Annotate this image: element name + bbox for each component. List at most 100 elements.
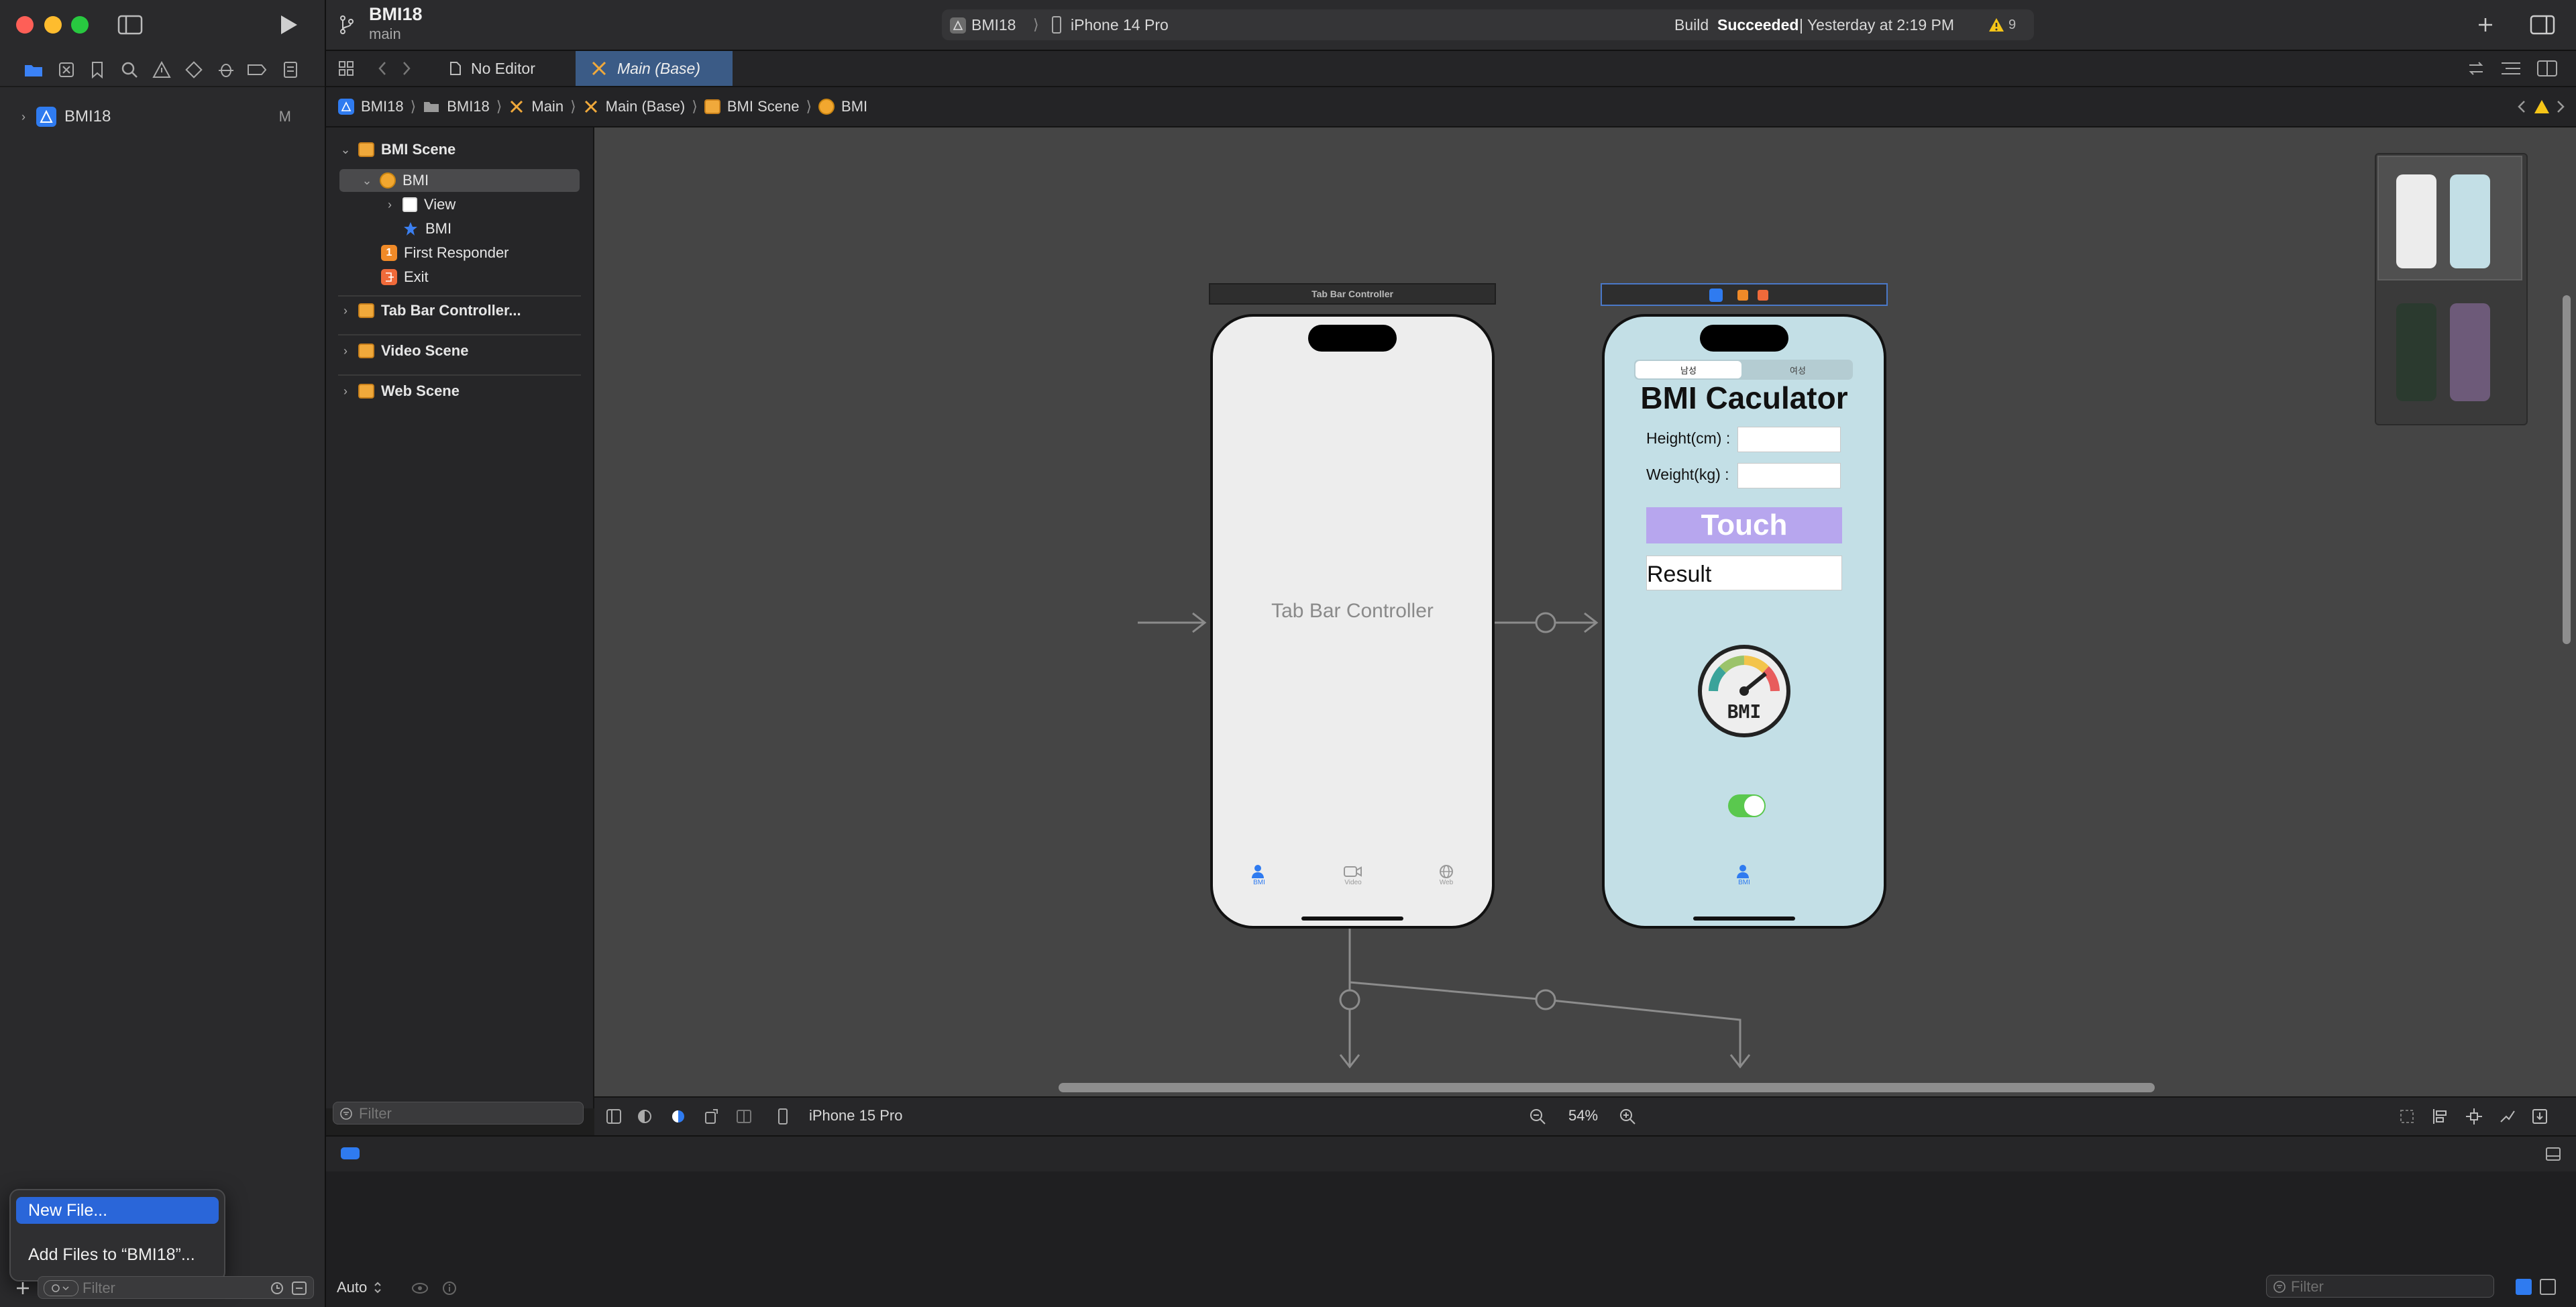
back-icon[interactable] xyxy=(374,59,390,78)
outline-item-view[interactable]: › View xyxy=(382,193,455,216)
align-icon[interactable] xyxy=(2431,1107,2450,1126)
bmi-scene[interactable]: 남성 여성 BMI Caculator Height(cm) : Weight(… xyxy=(1602,314,1886,929)
outline-item-exit[interactable]: Exit xyxy=(381,266,429,289)
minimize-window-button[interactable] xyxy=(44,16,62,34)
zoom-in-icon[interactable] xyxy=(1618,1107,1637,1126)
quick-look-icon[interactable] xyxy=(411,1280,429,1296)
device-selector[interactable]: iPhone 14 Pro xyxy=(1071,16,1169,34)
horizontal-scrollbar[interactable] xyxy=(1059,1083,2155,1092)
resolve-issues-icon[interactable] xyxy=(2498,1107,2517,1126)
update-frames-icon[interactable] xyxy=(2398,1107,2416,1126)
outline-item-tab-bar-scene[interactable]: › Tab Bar Controller... xyxy=(338,299,521,322)
chevron-down-icon[interactable]: ⌄ xyxy=(362,173,372,187)
report-icon[interactable] xyxy=(280,60,301,79)
chevron-right-icon[interactable]: › xyxy=(343,344,347,358)
breadcrumb-item[interactable]: BMI Scene xyxy=(727,98,800,115)
hide-debug-area-icon[interactable] xyxy=(2544,1145,2563,1163)
chevron-right-icon[interactable]: › xyxy=(388,197,392,211)
adjust-editor-icon[interactable] xyxy=(2500,59,2522,78)
warning-count[interactable]: 9 xyxy=(2008,17,2017,32)
zoom-out-icon[interactable] xyxy=(1528,1107,1547,1126)
warning-icon[interactable] xyxy=(1988,17,2004,32)
tab-no-editor[interactable]: No Editor xyxy=(448,51,564,86)
find-icon[interactable] xyxy=(119,60,140,79)
inspector-toggle-icon[interactable] xyxy=(2529,13,2556,36)
issue-icon[interactable] xyxy=(152,60,172,79)
scheme-selector[interactable]: BMI18 xyxy=(971,16,1016,34)
tab-bmi[interactable]: BMI xyxy=(1250,864,1268,899)
outline-item-bmi-controller[interactable]: ⌄ BMI xyxy=(360,169,429,192)
debug-area-toggle[interactable] xyxy=(341,1147,360,1159)
bookmark-icon[interactable] xyxy=(87,60,107,79)
swap-icon[interactable] xyxy=(2466,59,2486,78)
add-icon[interactable] xyxy=(13,1279,32,1298)
bmi-scene-dock[interactable] xyxy=(1601,283,1888,306)
vertical-scrollbar[interactable] xyxy=(2563,295,2571,644)
source-control-icon[interactable] xyxy=(56,60,76,79)
navigator-filter-field[interactable]: Filter xyxy=(38,1276,314,1299)
run-button[interactable] xyxy=(275,12,302,38)
test-icon[interactable] xyxy=(184,60,204,79)
breadcrumb-item[interactable]: Main xyxy=(531,98,564,115)
forward-icon[interactable] xyxy=(398,59,415,78)
chevron-down-icon[interactable]: ⌄ xyxy=(340,142,351,156)
outline-selected-row[interactable] xyxy=(339,169,580,192)
add-files-menu-item[interactable]: Add Files to “BMI18”... xyxy=(16,1240,219,1269)
chevron-right-icon[interactable]: › xyxy=(343,384,347,398)
document-outline-toggle-icon[interactable] xyxy=(605,1107,623,1126)
canvas-minimap[interactable] xyxy=(2375,153,2528,425)
device-icon[interactable] xyxy=(777,1107,789,1126)
outline-item-video-scene[interactable]: › Video Scene xyxy=(338,339,468,362)
new-file-menu-item[interactable]: New File... xyxy=(16,1197,219,1224)
tab-main-base[interactable]: Main (Base) xyxy=(576,51,733,86)
warning-icon[interactable] xyxy=(2533,98,2551,115)
info-icon[interactable] xyxy=(441,1280,458,1296)
project-root-row[interactable]: › BMI18 M xyxy=(16,105,311,129)
split-view-icon[interactable] xyxy=(735,1107,753,1126)
outline-item-bmi-scene[interactable]: ⌄ BMI Scene xyxy=(338,138,455,161)
outline-item-web-scene[interactable]: › Web Scene xyxy=(338,380,460,403)
zoom-level[interactable]: 54% xyxy=(1568,1107,1599,1124)
source-control-filter-icon[interactable] xyxy=(290,1281,308,1296)
toggle-switch[interactable] xyxy=(1728,794,1766,817)
tab-bar-controller-scene[interactable]: Tab Bar Controller BMI Video Web xyxy=(1210,314,1495,929)
segment-female[interactable]: 여성 xyxy=(1790,365,1806,376)
variables-scope-selector[interactable]: Auto xyxy=(337,1279,368,1296)
breadcrumb-item[interactable]: BMI xyxy=(841,98,868,115)
segment-male[interactable]: 남성 xyxy=(1635,361,1741,378)
breadcrumb-item[interactable]: Main (Base) xyxy=(605,98,686,115)
close-window-button[interactable] xyxy=(16,16,34,34)
touch-button[interactable]: Touch xyxy=(1646,507,1842,543)
breadcrumb-item[interactable]: BMI18 xyxy=(447,98,490,115)
variations-icon[interactable] xyxy=(669,1107,687,1126)
chevron-right-icon[interactable]: › xyxy=(343,303,347,317)
next-issue-icon[interactable] xyxy=(2553,98,2568,115)
tab-web[interactable]: Web xyxy=(1438,864,1454,899)
height-input[interactable] xyxy=(1737,427,1841,452)
bmi-tab-bar-item[interactable]: BMI xyxy=(1605,864,1884,886)
outline-item-first-responder[interactable]: 1 First Responder xyxy=(381,242,509,264)
library-add-icon[interactable] xyxy=(2474,13,2497,36)
zoom-window-button[interactable] xyxy=(71,16,89,34)
folder-icon[interactable] xyxy=(23,60,44,79)
exit-dock-icon[interactable] xyxy=(1758,290,1768,301)
sidebar-toggle-icon[interactable] xyxy=(117,13,144,36)
grid-icon[interactable] xyxy=(337,59,356,78)
storyboard-canvas[interactable]: Tab Bar Controller Tab Bar Controller BM… xyxy=(594,127,2576,1108)
appearance-icon[interactable] xyxy=(636,1107,653,1126)
variables-view-toggle[interactable] xyxy=(2516,1279,2532,1295)
debug-icon[interactable] xyxy=(216,60,236,79)
add-editor-icon[interactable] xyxy=(2536,59,2559,78)
console-filter-field[interactable]: Filter xyxy=(2266,1275,2494,1298)
orientation-icon[interactable] xyxy=(703,1107,720,1126)
add-constraints-icon[interactable] xyxy=(2465,1107,2483,1126)
tab-bar-controller-scene-title[interactable]: Tab Bar Controller xyxy=(1209,283,1496,305)
chevron-updown-icon[interactable] xyxy=(373,1280,382,1295)
embed-in-icon[interactable] xyxy=(2530,1107,2549,1126)
previous-issue-icon[interactable] xyxy=(2514,98,2529,115)
console-view-toggle[interactable] xyxy=(2540,1279,2556,1295)
outline-item-tab-bar-item[interactable]: BMI xyxy=(402,217,451,240)
weight-input[interactable] xyxy=(1737,463,1841,488)
first-responder-dock-icon[interactable] xyxy=(1737,290,1748,301)
device-config-label[interactable]: iPhone 15 Pro xyxy=(809,1107,903,1124)
